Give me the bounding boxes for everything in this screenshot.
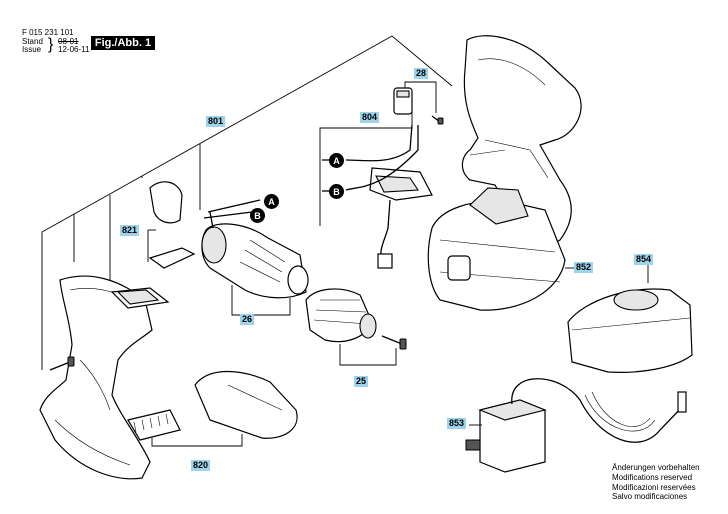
part-label-801: 801	[206, 116, 226, 127]
note-en: Modifications reserved	[612, 472, 693, 482]
figure-label: Fig./Abb. 1	[91, 36, 155, 50]
part-label-854: 854	[634, 254, 654, 265]
adapter-853	[465, 378, 687, 473]
part-label-853: 853	[447, 418, 467, 429]
note-fr: Modificazioni reservées	[612, 482, 696, 492]
connector-a-marker-right: A	[264, 194, 279, 209]
screw-left	[49, 356, 75, 371]
gearbox-26	[201, 199, 309, 316]
part-label-25: 25	[354, 376, 369, 387]
old-date: 08-01	[58, 37, 79, 46]
part-label-804: 804	[360, 112, 380, 123]
stand-label: Stand	[22, 37, 43, 46]
new-date: 12-06-11	[58, 45, 90, 54]
part-28	[393, 81, 444, 125]
disclaimer-notes: Änderungen vorbehalten Modifications res…	[612, 463, 700, 502]
connector-b-marker-right: B	[250, 208, 265, 223]
battery-852	[427, 187, 574, 311]
issue-label: Issue	[22, 45, 42, 54]
charger-854	[567, 263, 693, 373]
chuck-25	[305, 288, 407, 366]
part-label-852: 852	[574, 262, 594, 273]
connector-b-marker-left: B	[329, 184, 344, 199]
connector-a-marker-left: A	[329, 153, 344, 168]
leader-801	[41, 35, 453, 370]
part-label-26: 26	[240, 314, 255, 325]
clip-821	[147, 181, 196, 269]
part-label-28: 28	[414, 68, 429, 79]
note-es: Salvo modificaciones	[612, 492, 688, 502]
brace-icon: }	[48, 36, 54, 53]
switch-plate	[110, 287, 170, 309]
document-number: F 015 231 101	[22, 28, 74, 37]
switch-804	[319, 112, 433, 269]
note-de: Änderungen vorbehalten	[612, 463, 700, 472]
holster-820	[127, 370, 298, 447]
part-label-820: 820	[191, 460, 211, 471]
right-housing	[461, 35, 582, 245]
part-label-821: 821	[120, 225, 140, 236]
